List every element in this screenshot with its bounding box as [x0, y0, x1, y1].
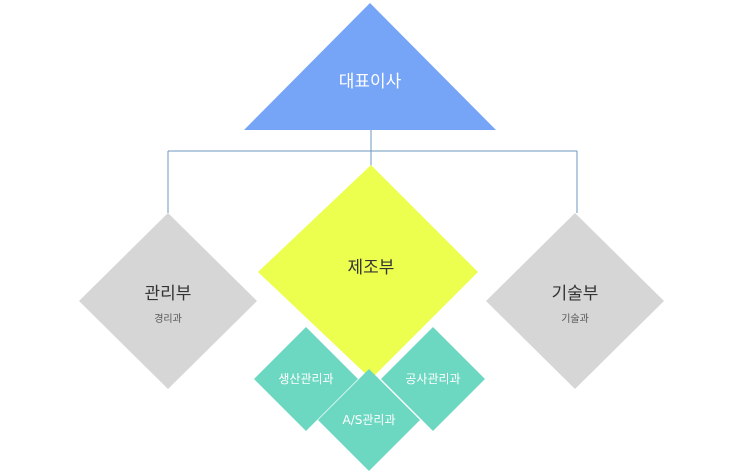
as-management-label: A/S관리과	[343, 413, 396, 427]
as-management-diamond	[318, 369, 420, 471]
technology-department-node: 기술부 기술과	[486, 213, 664, 389]
production-team-construction-management: 공사관리과	[381, 327, 485, 431]
production-diamond	[258, 165, 478, 379]
technology-sub-label: 기술과	[561, 313, 589, 325]
ceo-label: 대표이사	[339, 72, 402, 92]
production-management-diamond	[254, 327, 358, 431]
technology-diamond	[486, 213, 664, 389]
production-management-label: 생산관리과	[278, 372, 333, 386]
production-team-production-management: 생산관리과	[254, 327, 358, 431]
production-department-node: 제조부	[258, 165, 478, 379]
management-sub-label: 경리과	[154, 312, 182, 325]
connector-lines	[167, 130, 578, 213]
ceo-node: 대표이사	[244, 3, 496, 130]
construction-management-label: 공사관리과	[405, 372, 460, 386]
management-label: 관리부	[145, 284, 192, 304]
management-diamond	[79, 213, 257, 389]
production-label: 제조부	[348, 258, 395, 278]
production-team-as-management: A/S관리과	[318, 369, 420, 471]
management-department-node: 관리부 경리과	[79, 213, 257, 389]
construction-management-diamond	[381, 327, 485, 431]
technology-label: 기술부	[552, 284, 599, 304]
ceo-triangle	[244, 3, 496, 130]
